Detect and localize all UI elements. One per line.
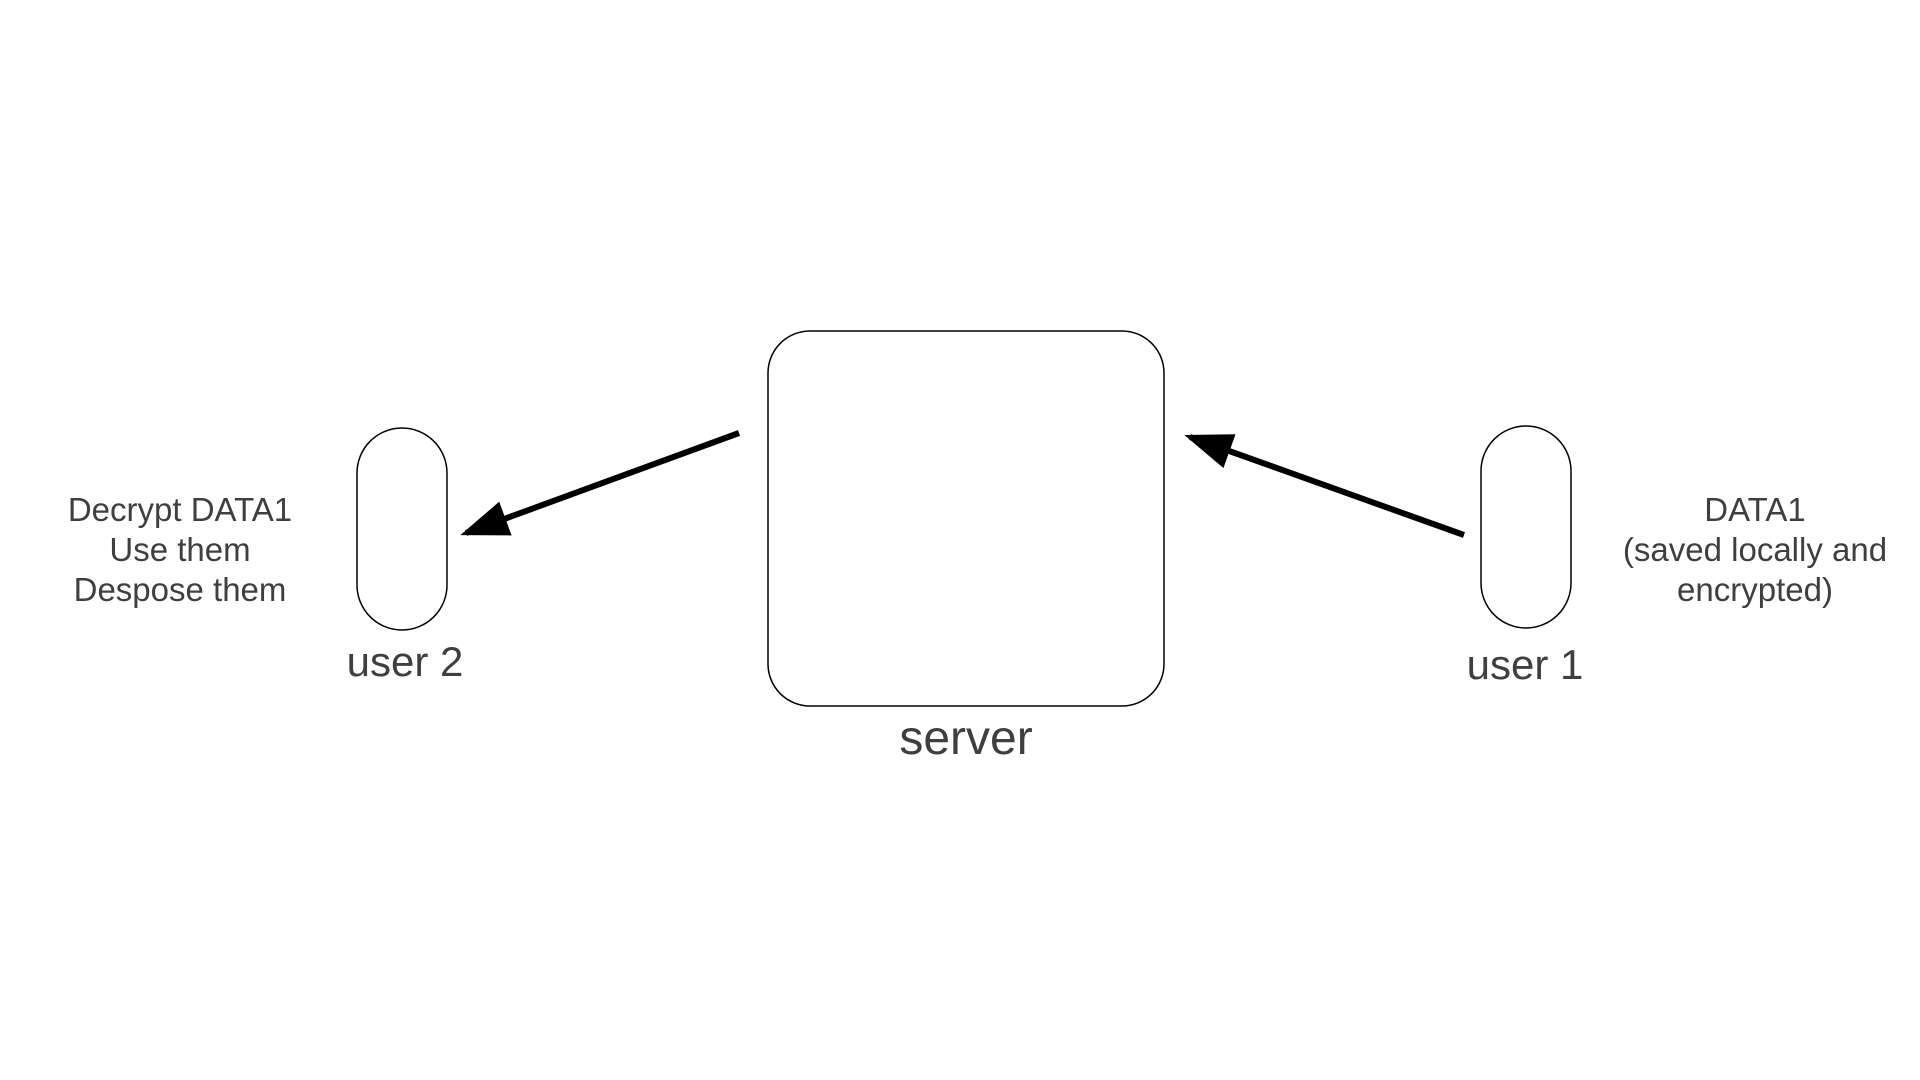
user1-node: [1480, 425, 1572, 629]
user1-data-note: DATA1 (saved locally and encrypted): [1600, 490, 1910, 610]
user2-action-line: Decrypt DATA1: [67, 491, 293, 528]
arrow-server-to-user2: [460, 430, 741, 536]
user2-action-line: Despose them: [73, 571, 287, 608]
user1-data-line: DATA1: [1704, 491, 1806, 528]
user2-actions-note: Decrypt DATA1 Use them Despose them: [40, 490, 320, 610]
server-label: server: [899, 712, 1033, 765]
user2-label: user 2: [346, 638, 464, 685]
user1-data-line: (saved locally and: [1622, 531, 1888, 568]
server-node: [767, 330, 1165, 707]
user2-action-line: Use them: [109, 531, 251, 568]
arrow-user1-to-server: [1184, 434, 1466, 538]
user1-label: user 1: [1466, 641, 1584, 688]
user2-node: [356, 427, 448, 631]
user1-data-line: encrypted): [1677, 571, 1833, 608]
